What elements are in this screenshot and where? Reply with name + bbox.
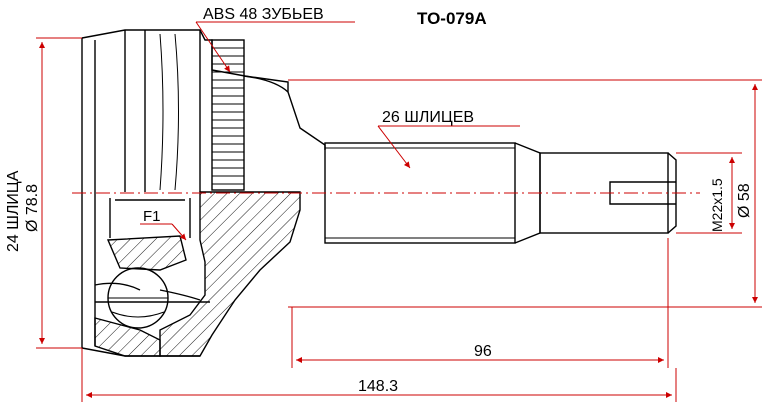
- shaft-diameter-label: Ø 58: [736, 183, 753, 218]
- part-number: TO-079A: [417, 9, 487, 28]
- abs-ring-teeth: [212, 47, 244, 185]
- abs-teeth-label: ABS 48 ЗУБЬЕВ: [203, 6, 324, 23]
- shaft: [324, 142, 677, 244]
- outer-splines-label: 26 ШЛИЦЕВ: [382, 109, 474, 126]
- inner-splines-label: 24 ШЛИЦА: [5, 170, 22, 252]
- length-shaft-label: 96: [474, 343, 492, 360]
- callout-leaders: [140, 21, 520, 241]
- outer-diameter-label: Ø 78.8: [24, 184, 41, 232]
- joint-body: [81, 29, 326, 357]
- hatched-section: [159, 191, 301, 357]
- dimension-lines: [36, 37, 762, 402]
- thread-label: M22x1.5: [709, 178, 725, 232]
- length-total-label: 148.3: [358, 378, 398, 395]
- flag-label: F1: [143, 208, 161, 225]
